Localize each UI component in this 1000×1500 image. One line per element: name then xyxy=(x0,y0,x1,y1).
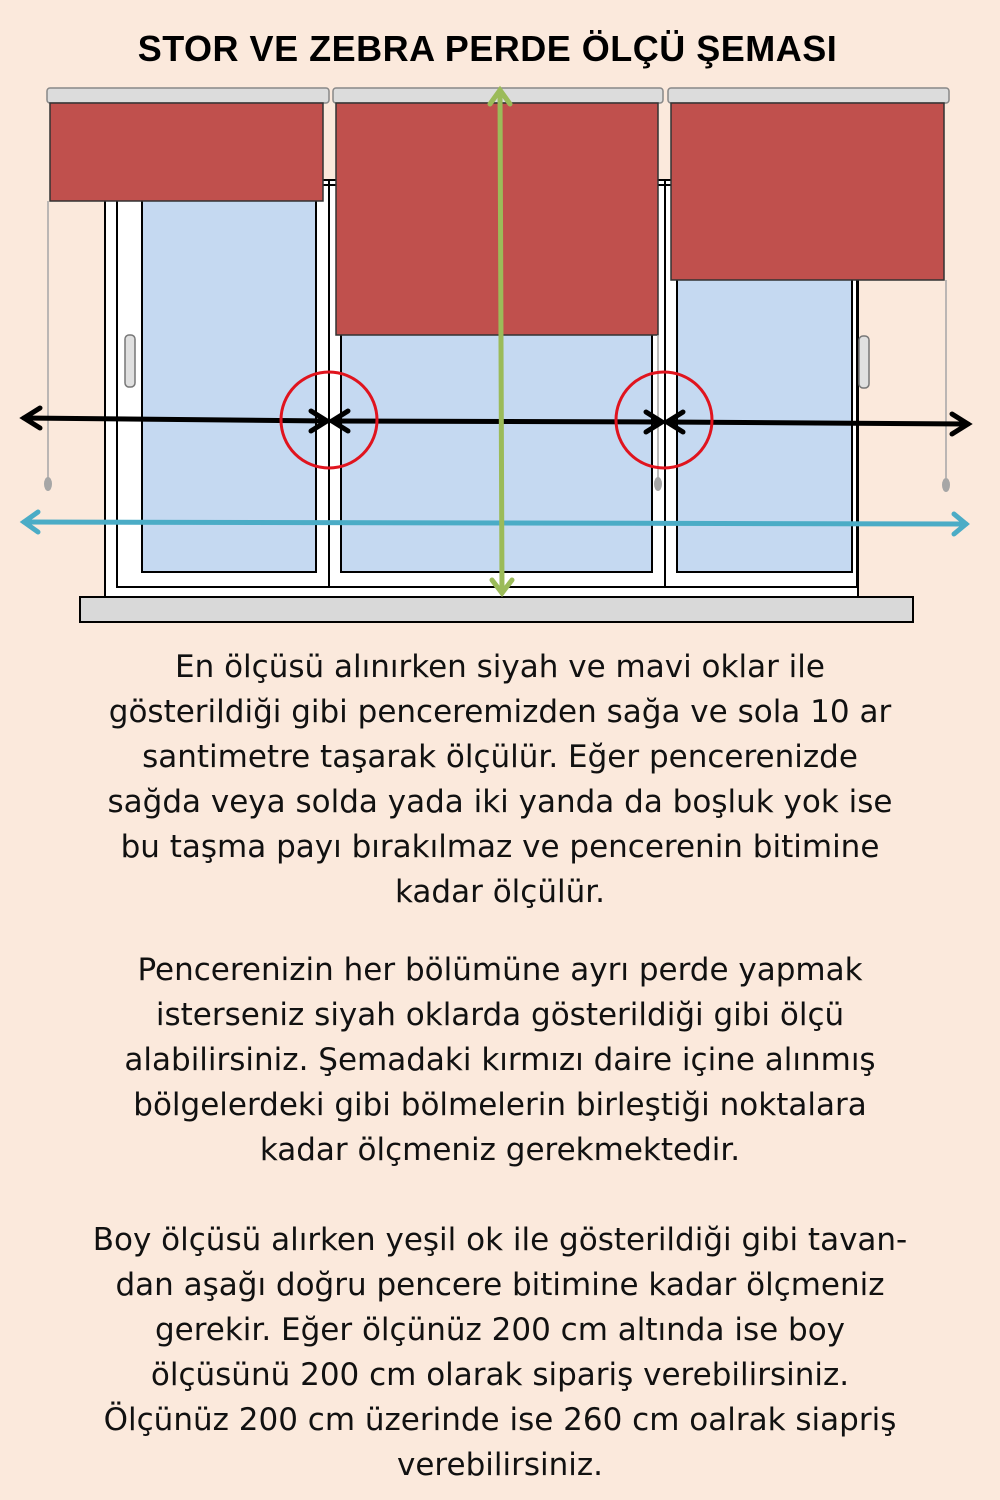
height-instructions-paragraph: Boy ölçüsü alırken yeşil ok ile gösteril… xyxy=(20,1218,980,1488)
window-sill xyxy=(79,596,914,623)
text-line: Boy ölçüsü alırken yeşil ok ile gösteril… xyxy=(92,1222,908,1258)
blind-left xyxy=(49,102,324,202)
green-height-arrow xyxy=(487,85,515,598)
text-line: kadar ölçülür. xyxy=(395,874,605,910)
text-line: En ölçüsü alınırken siyah ve mavi oklar … xyxy=(175,649,825,685)
pull-cords xyxy=(44,201,950,492)
text-line: sağda veya solda yada iki yanda da boşlu… xyxy=(107,784,893,820)
window-blind-diagram xyxy=(19,85,973,623)
blind-right xyxy=(670,102,945,281)
highlight-circle-right xyxy=(614,370,714,470)
text-line: bu taşma payı bırakılmaz ve pencerenin b… xyxy=(120,829,880,865)
text-line: gerekir. Eğer ölçünüz 200 cm altında ise… xyxy=(154,1312,846,1348)
blue-width-arrow xyxy=(19,509,970,537)
text-line: alabilirsiniz. Şemadaki kırmızı daire iç… xyxy=(124,1042,876,1078)
section-instructions-paragraph: Pencerenizin her bölümüne ayrı perde yap… xyxy=(20,948,980,1173)
text-line: dan aşağı doğru pencere bitimine kadar ö… xyxy=(115,1267,885,1303)
highlight-circle-left xyxy=(279,370,379,470)
glass-pane-left xyxy=(141,184,317,573)
page-title: STOR VE ZEBRA PERDE ÖLÇÜ ŞEMASI xyxy=(137,28,838,69)
text-line: verebilirsiniz. xyxy=(397,1447,603,1483)
text-line: ölçüsünü 200 cm olarak sipariş verebilir… xyxy=(150,1357,850,1393)
text-line: gösterildiği gibi penceremizden sağa ve … xyxy=(108,694,892,730)
text-line: isterseniz siyah oklarda gösterildiği gi… xyxy=(155,997,845,1033)
width-instructions-paragraph: En ölçüsü alınırken siyah ve mavi oklar … xyxy=(20,645,980,915)
window-handle-right xyxy=(858,335,870,389)
text-line: bölgelerdeki gibi bölmelerin birleştiği … xyxy=(133,1087,867,1123)
text-line: Pencerenizin her bölümüne ayrı perde yap… xyxy=(137,952,863,988)
window-handle-left xyxy=(124,334,136,388)
text-line: Ölçünüz 200 cm üzerinde ise 260 cm oalra… xyxy=(103,1402,897,1438)
text-line: santimetre taşarak ölçülür. Eğer pencere… xyxy=(142,739,858,775)
black-width-arrows xyxy=(19,405,973,437)
blind-middle xyxy=(335,102,659,336)
text-line: kadar ölçmeniz gerekmektedir. xyxy=(259,1132,741,1168)
